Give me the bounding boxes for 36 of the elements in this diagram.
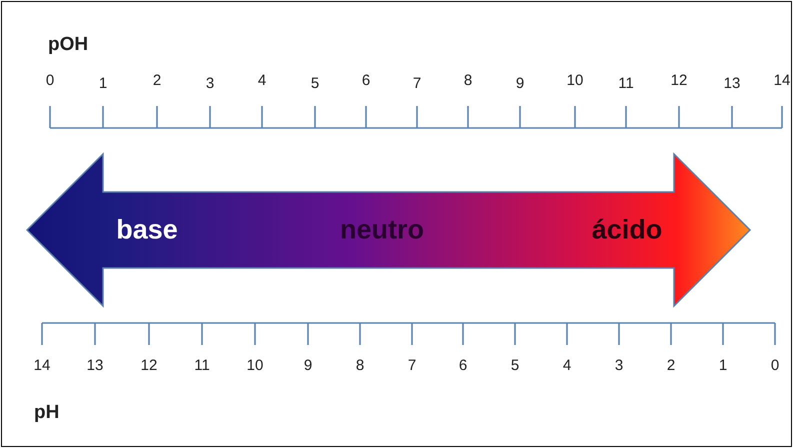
tick-label: 7 <box>412 75 422 92</box>
tick-label: 0 <box>770 357 780 374</box>
tick-label: 8 <box>356 357 364 374</box>
arrow-label: ácido <box>592 214 662 246</box>
tick-label: 10 <box>566 72 584 89</box>
tick-label: 1 <box>98 75 108 92</box>
tick-label: 8 <box>464 72 472 89</box>
tick-label: 14 <box>34 357 50 374</box>
tick-label: 12 <box>140 357 158 374</box>
tick-label: 11 <box>618 75 634 92</box>
tick-label: 4 <box>562 357 572 374</box>
tick-label: 2 <box>666 357 676 374</box>
tick-label: 6 <box>458 357 468 374</box>
tick-label: 6 <box>362 72 370 89</box>
tick-label: 13 <box>724 75 740 92</box>
tick-label: 12 <box>670 72 688 89</box>
tick-label: 4 <box>258 72 266 89</box>
tick-label: 11 <box>194 357 210 374</box>
tick-label: 13 <box>86 357 104 374</box>
double-arrow <box>26 152 752 308</box>
tick-label: 7 <box>408 357 416 374</box>
tick-label: 5 <box>510 357 520 374</box>
scale-title: pOH <box>48 34 88 56</box>
tick-label: 14 <box>774 72 790 89</box>
arrow-label: neutro <box>340 214 424 246</box>
tick-label: 3 <box>206 75 214 92</box>
tick-label: 10 <box>246 357 264 374</box>
tick-label: 9 <box>304 357 312 374</box>
tick-label: 1 <box>718 357 728 374</box>
tick-label: 2 <box>152 72 162 89</box>
tick-label: 0 <box>46 72 54 89</box>
scale-title: pH <box>34 402 60 424</box>
arrow-label: base <box>116 214 178 246</box>
tick-label: 3 <box>614 357 624 374</box>
tick-label: 5 <box>310 75 320 92</box>
tick-label: 9 <box>516 75 524 92</box>
